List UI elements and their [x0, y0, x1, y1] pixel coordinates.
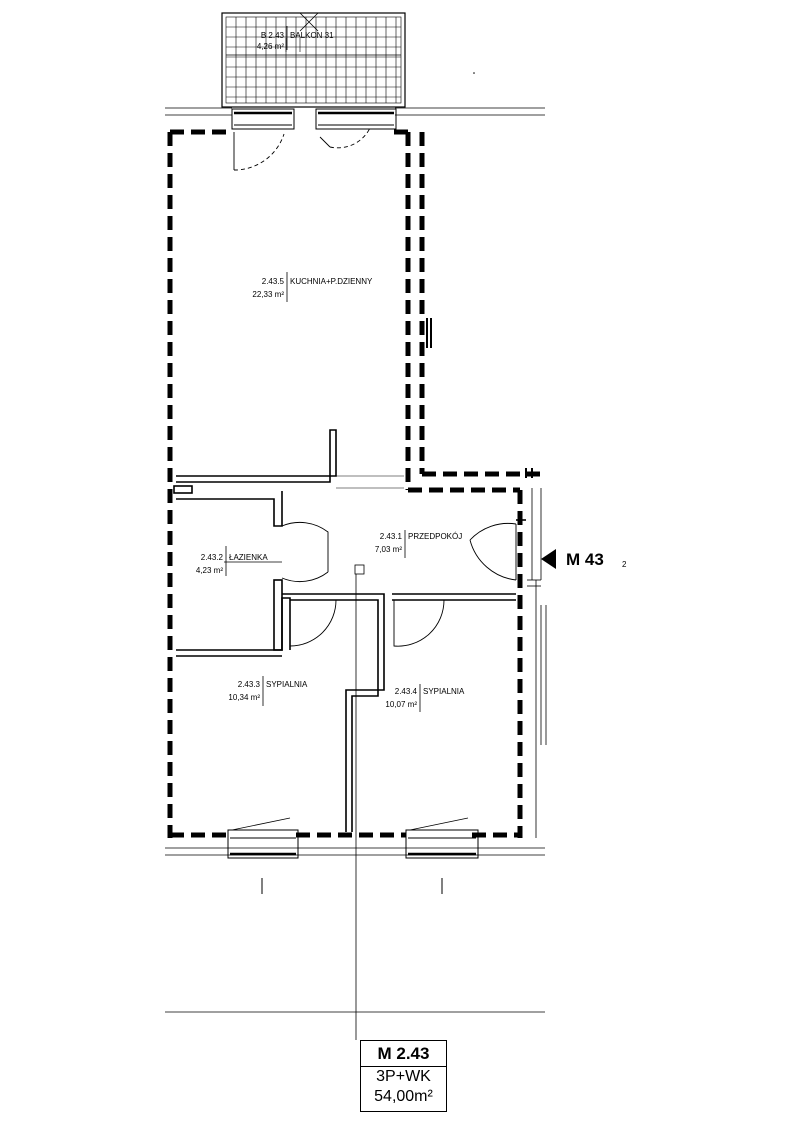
unit-code: M 2.43	[377, 1044, 430, 1063]
room-name: SYPIALNIA	[266, 680, 308, 689]
entrance-side-char: 2	[622, 560, 627, 569]
room-label-hall: 2.43.1 PRZEDPOKÓJ 7,03 m²	[375, 532, 462, 554]
room-label-bedroom-1: 2.43.3 SYPIALNIA 10,34 m²	[228, 680, 308, 702]
door-swings	[233, 127, 517, 647]
balcony	[221, 12, 406, 108]
column-marks	[426, 318, 533, 478]
room-area: 7,03 m²	[375, 545, 402, 554]
room-area: 10,07 m²	[385, 700, 417, 709]
room-name: PRZEDPOKÓJ	[408, 532, 462, 541]
unit-divider	[361, 1066, 446, 1067]
room-area: 22,33 m²	[252, 290, 284, 299]
room-number: 2.43.5	[262, 277, 285, 286]
label-ticks	[224, 26, 421, 712]
unit-area: 54,00m²	[374, 1088, 433, 1105]
room-name: KUCHNIA+P.DZIENNY	[290, 277, 373, 286]
room-area: 10,34 m²	[228, 693, 260, 702]
room-name: SYPIALNIA	[423, 687, 465, 696]
room-area: 4,26 m²	[257, 42, 284, 51]
corridor-lines	[527, 488, 547, 838]
room-name: ŁAZIENKA	[229, 553, 268, 562]
entrance-arrow-icon	[541, 549, 556, 569]
room-number: 2.43.4	[395, 687, 418, 696]
room-label-bedroom-2: 2.43.4 SYPIALNIA 10,07 m²	[385, 687, 465, 709]
room-area: 4,23 m²	[196, 566, 223, 575]
room-number: B 2.43	[261, 31, 285, 40]
room-number: 2.43.3	[238, 680, 261, 689]
room-name: BALKON 31	[290, 31, 334, 40]
entrance-label: M 43	[566, 550, 604, 569]
internal-walls	[173, 429, 526, 832]
unit-type: 3P+WK	[376, 1068, 431, 1085]
unit-summary-box: M 2.43 3P+WK 54,00m²	[360, 1040, 447, 1112]
room-number: 2.43.1	[380, 532, 403, 541]
room-number: 2.43.2	[201, 553, 224, 562]
external-walls	[167, 129, 540, 838]
room-label-bathroom: 2.43.2 ŁAZIENKA 4,23 m²	[196, 553, 268, 575]
room-label-kitchen: 2.43.5 KUCHNIA+P.DZIENNY 22,33 m²	[252, 277, 373, 299]
entrance-marker: M 43 2	[541, 549, 627, 569]
bottom-windows	[227, 817, 479, 894]
top-windows	[231, 108, 397, 130]
room-label-balcony: B 2.43 BALKON 31 4,26 m²	[257, 31, 334, 51]
